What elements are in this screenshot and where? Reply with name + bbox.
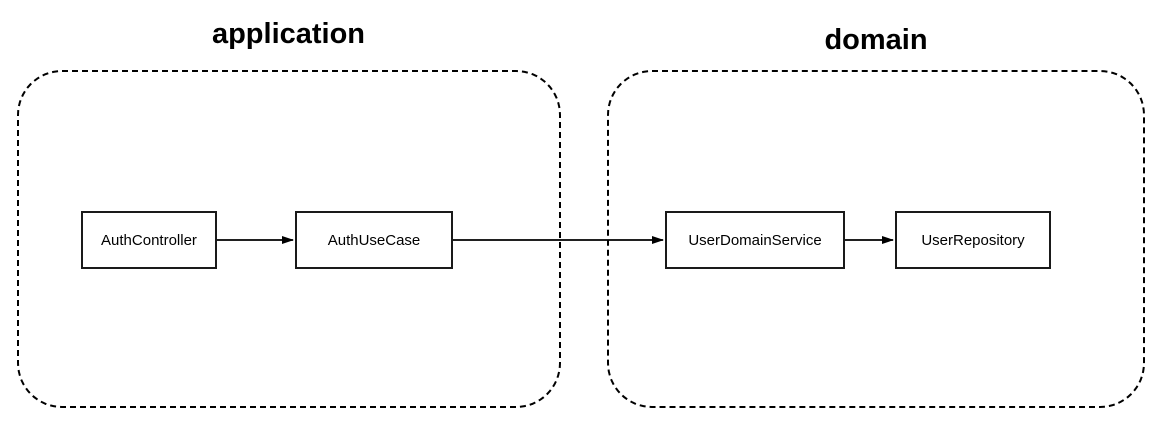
node-user-repository: UserRepository — [895, 211, 1051, 269]
node-auth-use-case: AuthUseCase — [295, 211, 453, 269]
group-container-application — [17, 70, 561, 408]
group-container-domain — [607, 70, 1145, 408]
group-title-domain: domain — [824, 24, 928, 56]
node-user-domain-service: UserDomainService — [665, 211, 845, 269]
node-auth-controller: AuthController — [81, 211, 217, 269]
group-title-application: application — [211, 18, 366, 50]
